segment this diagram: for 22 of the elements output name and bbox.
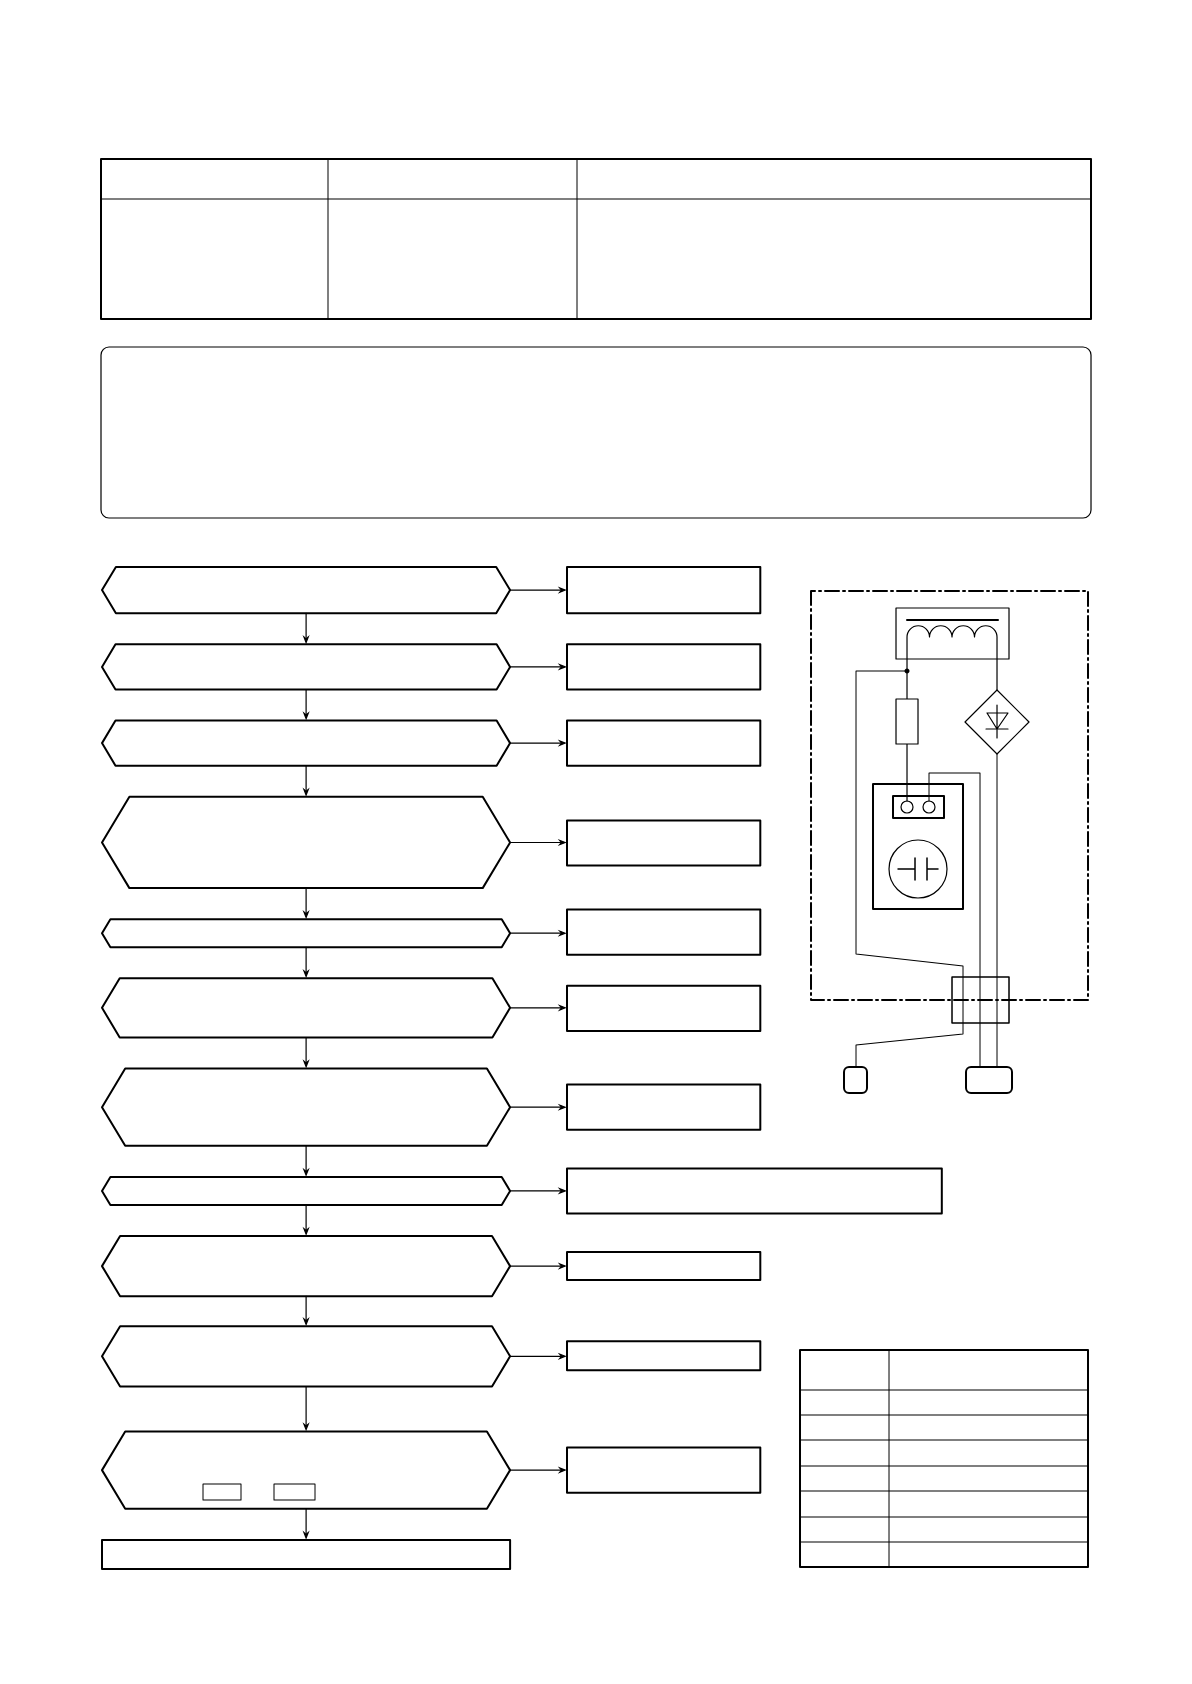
note-box	[100, 346, 1092, 519]
process-box	[101, 1538, 512, 1570]
process-box	[566, 643, 762, 691]
hexagon-box	[101, 643, 512, 691]
hexagon-box	[101, 566, 512, 615]
hexagon-box	[101, 795, 512, 890]
process-box	[566, 1251, 762, 1282]
hexagon-box	[101, 1430, 512, 1510]
process-box	[566, 1167, 943, 1215]
hexagon-box	[101, 1325, 512, 1388]
hexagon-box	[101, 719, 512, 767]
process-box	[566, 1446, 762, 1494]
process-box	[566, 908, 762, 956]
hexagon-box	[101, 1235, 512, 1298]
process-box	[566, 1340, 762, 1372]
process-box	[566, 819, 762, 867]
hexagon-box	[101, 977, 512, 1039]
hexagon-box	[101, 1067, 512, 1147]
process-box	[566, 566, 762, 615]
process-box	[566, 1083, 762, 1131]
process-box	[566, 984, 762, 1032]
process-box	[566, 719, 762, 767]
